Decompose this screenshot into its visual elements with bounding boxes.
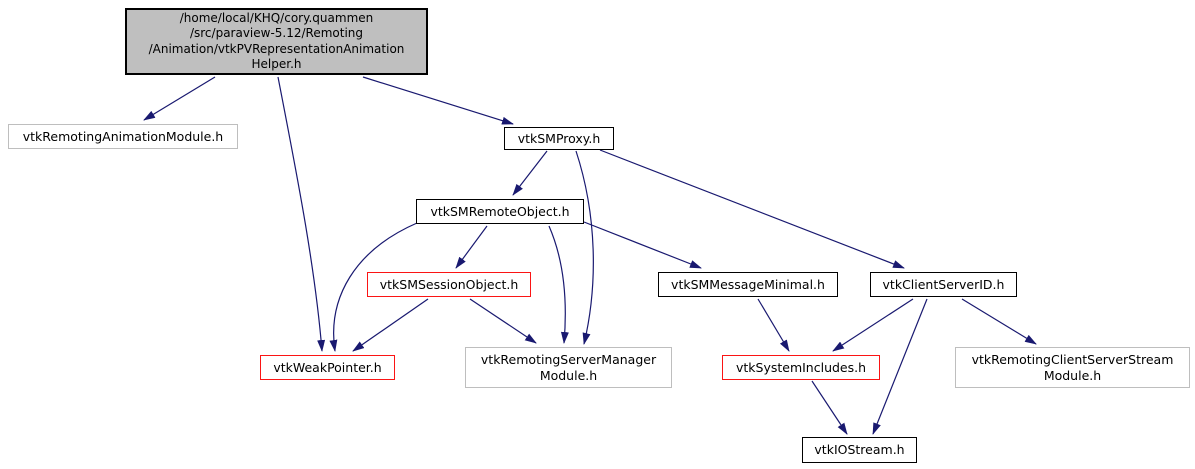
edge-main-to-vtkRemotingAnimationModule (143, 76, 216, 121)
node-vtkSMProxy[interactable]: vtkSMProxy.h (504, 127, 614, 150)
edge-vtkClientServerID-to-vtkIOStream (872, 298, 928, 435)
node-vtkWeakPointer[interactable]: vtkWeakPointer.h (260, 355, 395, 380)
node-label-line: vtkSMMessageMinimal.h (671, 276, 825, 292)
node-vtkSMMessageMinimal[interactable]: vtkSMMessageMinimal.h (658, 272, 838, 297)
node-label-line: vtkSMSessionObject.h (379, 276, 519, 292)
node-label-line: vtkRemotingServerManager (480, 351, 657, 367)
node-vtkRemotingAnimationModule: vtkRemotingAnimationModule.h (8, 124, 238, 149)
node-vtkSMRemoteObject[interactable]: vtkSMRemoteObject.h (416, 199, 584, 224)
node-vtkRemotingClientServerStreamModule: vtkRemotingClientServerStream Module.h (955, 347, 1190, 388)
edge-main-to-vtkWeakPointer (277, 76, 326, 352)
node-label-line: vtkSystemIncludes.h (735, 359, 867, 375)
edge-vtkSMRemoteObject-to-vtkSMSessionObject (455, 225, 488, 269)
node-vtkSMSessionObject[interactable]: vtkSMSessionObject.h (367, 272, 531, 297)
edge-vtkSMSessionObject-to-vtkRemotingServerManagerModule (469, 298, 537, 344)
node-label-line: Module.h (539, 367, 598, 383)
node-label-line: vtkSMProxy.h (517, 130, 601, 146)
node-label-line: /src/paraview-5.12/Remoting (189, 26, 364, 41)
node-label-line: vtkWeakPointer.h (273, 359, 382, 375)
edge-vtkSMProxy-to-vtkSMRemoteObject (512, 150, 548, 196)
node-vtkIOStream[interactable]: vtkIOStream.h (802, 437, 917, 463)
edge-main-to-vtkSMProxy (362, 76, 514, 125)
edge-vtkSMRemoteObject-to-vtkRemotingServerManagerModule (548, 225, 569, 344)
node-label-line: vtkRemotingClientServerStream (971, 351, 1174, 367)
edge-vtkSMRemoteObject-to-vtkSMMessageMinimal (583, 221, 702, 269)
edge-vtkSMMessageMinimal-to-vtkSystemIncludes (757, 298, 790, 352)
node-label-line: /Animation/vtkPVRepresentationAnimation (148, 41, 405, 56)
node-label-line: vtkClientServerID.h (882, 276, 1005, 292)
node-label-line: /home/local/KHQ/cory.quammen (179, 11, 374, 26)
node-label-line: vtkRemotingAnimationModule.h (22, 128, 224, 144)
edge-vtkClientServerID-to-vtkSystemIncludes (832, 298, 914, 352)
edge-vtkSMRemoteObject-to-vtkWeakPointer (329, 222, 418, 352)
node-label-line: Helper.h (251, 56, 302, 71)
edge-vtkSMSessionObject-to-vtkWeakPointer (352, 298, 429, 352)
node-vtkSystemIncludes[interactable]: vtkSystemIncludes.h (722, 355, 880, 380)
edge-vtkSystemIncludes-to-vtkIOStream (811, 380, 848, 435)
node-vtkRemotingServerManagerModule: vtkRemotingServerManager Module.h (465, 347, 672, 388)
edge-vtkSMProxy-to-vtkClientServerID (599, 149, 905, 269)
node-current-file: /home/local/KHQ/cory.quammen /src/paravi… (125, 8, 428, 75)
edge-vtkSMProxy-to-vtkRemotingServerManagerModule (575, 150, 594, 345)
node-label-line: vtkIOStream.h (814, 442, 905, 458)
node-vtkClientServerID[interactable]: vtkClientServerID.h (870, 272, 1017, 297)
edge-vtkClientServerID-to-vtkRemotingClientServerStreamModule (961, 298, 1037, 345)
node-label-line: vtkSMRemoteObject.h (430, 203, 570, 219)
node-label-line: Module.h (1043, 367, 1102, 383)
